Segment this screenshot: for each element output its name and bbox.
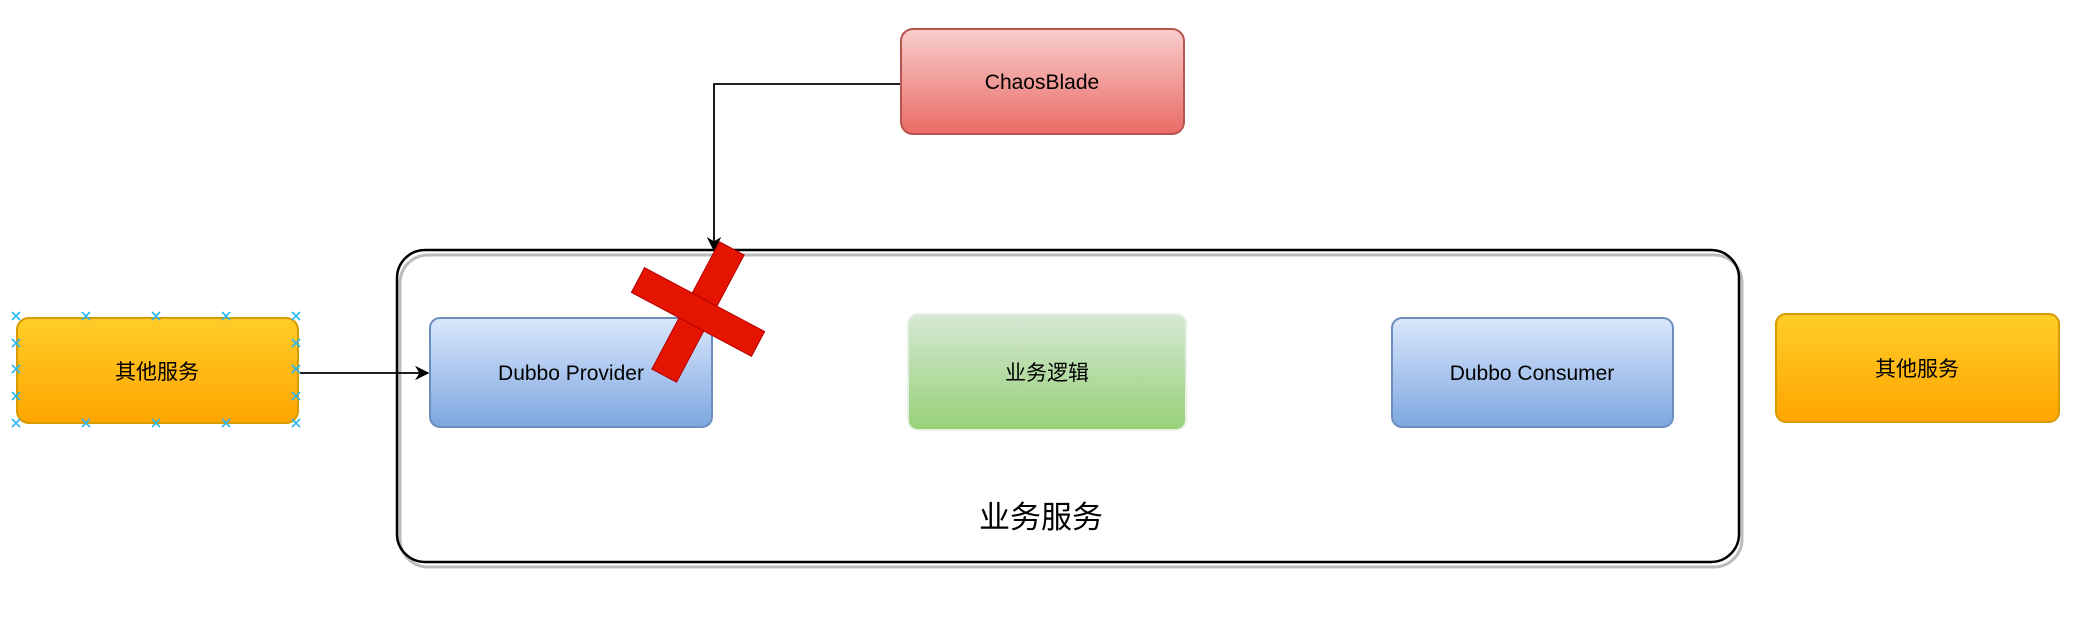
business-logic-node[interactable]: 业务逻辑 [907,313,1187,431]
other-service-right-label: 其他服务 [1875,358,1959,381]
business-service-container[interactable]: 业务服务 [395,248,1744,569]
other-service-left-node[interactable]: 其他服务 [11,311,301,428]
dubbo-provider-label: Dubbo Provider [498,362,644,385]
other-service-right-node[interactable]: 其他服务 [1775,313,2060,423]
chaosblade-to-provider-arrow[interactable] [706,83,901,252]
chaosblade-label: ChaosBlade [985,71,1099,94]
dubbo-provider-node[interactable]: Dubbo Provider [429,317,713,428]
dubbo-consumer-node[interactable]: Dubbo Consumer [1391,317,1674,428]
business-service-label: 业务服务 [979,500,1103,535]
fault-cross-icon [630,241,766,383]
selection-handles[interactable] [11,311,301,428]
dubbo-consumer-label: Dubbo Consumer [1450,362,1615,385]
chaosblade-node[interactable]: ChaosBlade [900,28,1185,135]
business-logic-label: 业务逻辑 [1005,362,1089,385]
other-service-left-label: 其他服务 [115,361,199,384]
